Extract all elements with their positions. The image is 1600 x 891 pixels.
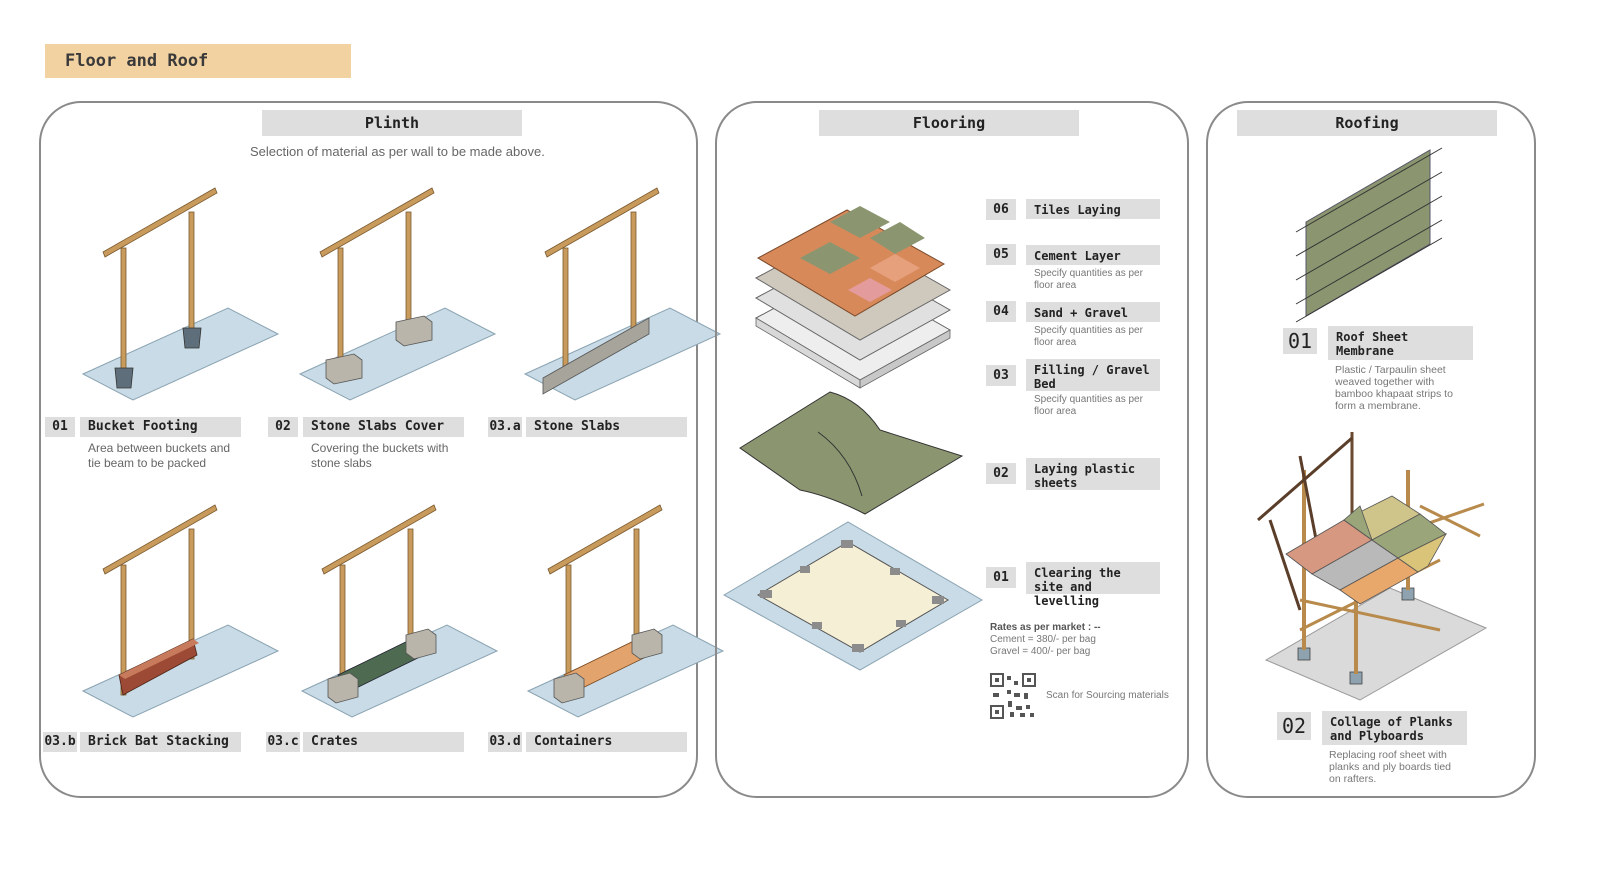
flooring-panel — [715, 101, 1189, 798]
containers-illustration — [527, 504, 724, 718]
plinth-item-num: 03.d — [488, 732, 522, 752]
flooring-step-desc: Specify quantities as per floor area — [1034, 268, 1143, 291]
flooring-step-label: Sand + Gravel — [1026, 302, 1160, 322]
roofing-item-label: Collage of Planks and Plyboards — [1322, 711, 1467, 745]
flooring-step-label: Filling / Gravel Bed — [1026, 359, 1160, 391]
flooring-step-label: Laying plastic sheets — [1026, 458, 1160, 490]
roofing-item-desc: Plastic / Tarpaulin sheet weaved togethe… — [1335, 364, 1453, 412]
brick-bat-stacking-illustration — [82, 504, 279, 718]
roofing-item-num: 01 — [1283, 328, 1317, 354]
plinth-item-num: 03.a — [488, 417, 522, 437]
qr-caption: Scan for Sourcing materials — [1046, 690, 1169, 701]
plinth-item-label: Crates — [303, 732, 464, 752]
flooring-step-label: Tiles Laying — [1026, 199, 1160, 219]
plinth-item-desc: Area between buckets and tie beam to be … — [88, 441, 231, 470]
flooring-step-num: 06 — [986, 199, 1016, 220]
page-title: Floor and Roof — [45, 44, 351, 78]
stone-slabs-cover-illustration — [299, 187, 496, 401]
flooring-step-num: 05 — [986, 244, 1016, 265]
plinth-panel — [39, 101, 698, 798]
plinth-item-label: Containers — [526, 732, 687, 752]
rate-gravel: Gravel = 400/- per bag — [990, 646, 1091, 657]
roofing-item-label: Roof Sheet Membrane — [1328, 326, 1473, 360]
rate-cement: Cement = 380/- per bag — [990, 634, 1096, 645]
roofing-panel — [1206, 101, 1536, 798]
flooring-step-num: 01 — [986, 567, 1016, 588]
roofing-item-num: 02 — [1277, 712, 1311, 740]
plinth-item-label: Stone Slabs Cover — [303, 417, 464, 437]
flooring-step-num: 04 — [986, 301, 1016, 322]
plinth-item-num: 02 — [268, 417, 298, 437]
flooring-step-desc: Specify quantities as per floor area — [1034, 394, 1143, 417]
plinth-item-label: Stone Slabs — [526, 417, 687, 437]
qr-code-icon[interactable] — [990, 673, 1036, 719]
flooring-step-label: Cement Layer — [1026, 245, 1160, 265]
plinth-item-label: Brick Bat Stacking — [80, 732, 241, 752]
flooring-heading: Flooring — [819, 110, 1079, 136]
roofing-item-desc: Replacing roof sheet with planks and ply… — [1329, 749, 1451, 785]
plinth-item-desc: Covering the buckets with stone slabs — [311, 441, 449, 470]
flooring-step-num: 03 — [986, 365, 1016, 386]
bucket-footing-illustration — [82, 187, 279, 401]
plinth-item-num: 03.c — [266, 732, 300, 752]
flooring-step-label: Clearing the site and levelling — [1026, 562, 1160, 608]
plinth-heading: Plinth — [262, 110, 522, 136]
rates-title: Rates as per market : -- — [990, 622, 1101, 633]
plinth-item-label: Bucket Footing — [80, 417, 241, 437]
plinth-item-num: 03.b — [43, 732, 77, 752]
flooring-step-desc: Specify quantities as per floor area — [1034, 325, 1143, 348]
roofing-heading: Roofing — [1237, 110, 1497, 136]
stone-slabs-illustration — [524, 187, 721, 401]
flooring-step-num: 02 — [986, 463, 1016, 484]
plinth-item-num: 01 — [45, 417, 75, 437]
crates-illustration — [301, 504, 498, 718]
plinth-subtitle: Selection of material as per wall to be … — [250, 144, 545, 159]
